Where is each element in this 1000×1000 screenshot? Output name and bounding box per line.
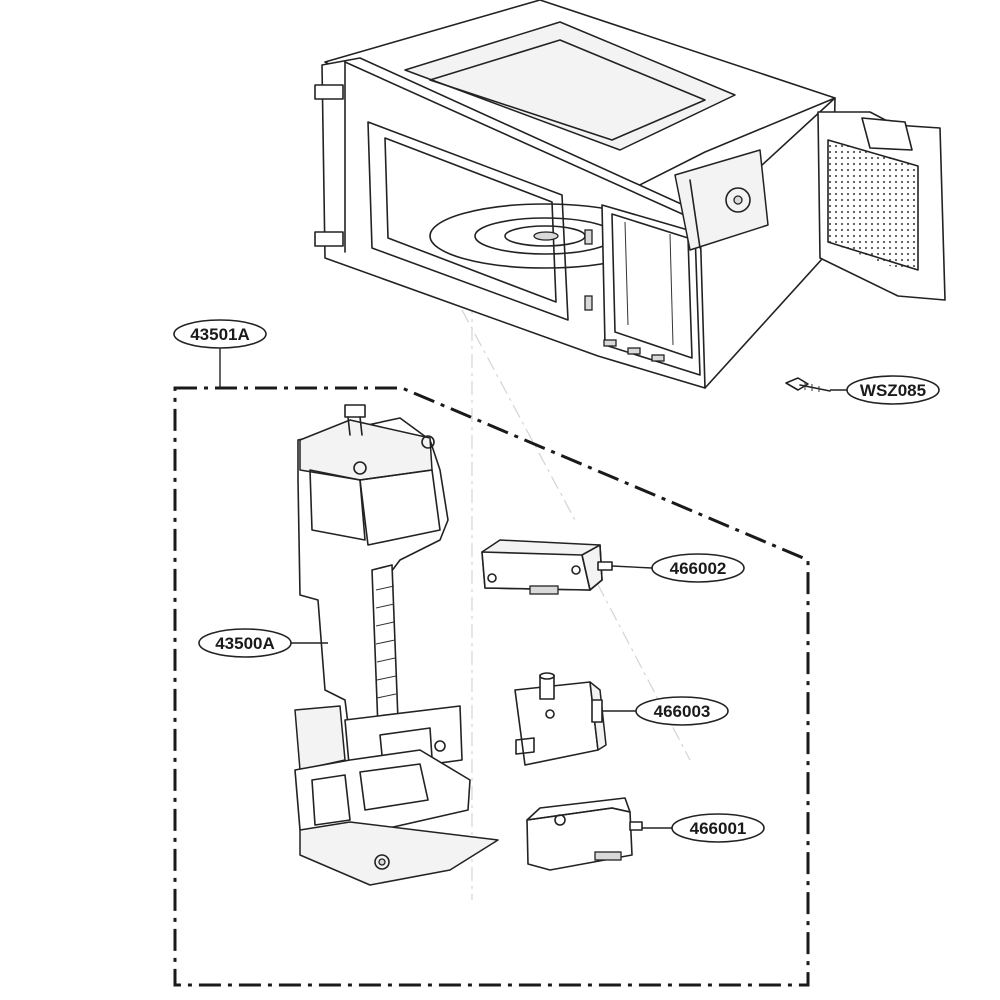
callout-label-frame: 43500A [215, 634, 275, 653]
interlock-switch-top [481, 539, 613, 595]
callout-label-switch-bottom: 466001 [690, 819, 747, 838]
interlock-switch-bottom [526, 797, 643, 871]
interlock-switch-middle [514, 672, 607, 766]
screw [785, 377, 831, 392]
callout-466002: 466002 [611, 553, 745, 583]
callout-466001: 466001 [642, 813, 765, 843]
door-latch-frame [294, 404, 499, 886]
callout-wsz085: WSZ085 [830, 375, 940, 405]
assembly-boundary [173, 386, 810, 987]
latch-rail-teeth [375, 585, 397, 699]
callout-label-assembly: 43501A [190, 325, 250, 344]
callout-label-switch-middle: 466003 [654, 702, 711, 721]
callout-label-screw: WSZ085 [860, 381, 926, 400]
callout-466003: 466003 [602, 696, 729, 726]
callout-43500a: 43500A [198, 628, 328, 658]
microwave-cavity [314, 0, 946, 389]
callout-label-switch-top: 466002 [670, 559, 727, 578]
callout-43501a: 43501A [173, 319, 267, 388]
ghost-alignment-lines [461, 300, 691, 900]
